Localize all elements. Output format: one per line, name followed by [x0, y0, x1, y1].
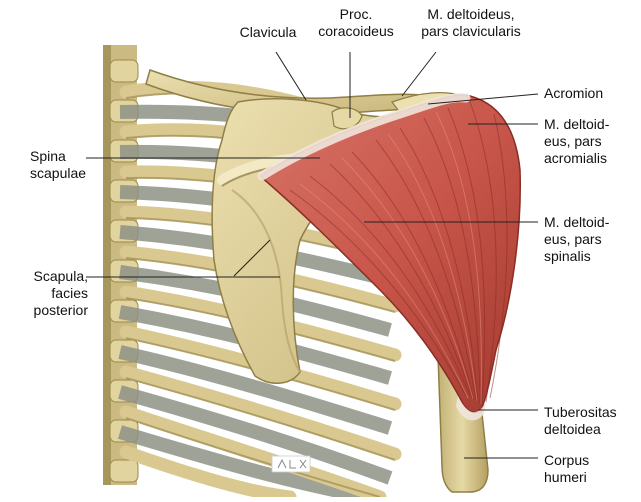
deltoideus-muscle: [257, 93, 521, 421]
label-spina-scapulae: Spina scapulae: [30, 148, 87, 181]
label-clavicula: Clavicula: [239, 24, 297, 40]
label-deltoideus-acromialis: M. deltoid- eus, pars acromialis: [544, 116, 610, 166]
label-deltoideus-spinalis: M. deltoid- eus, pars spinalis: [544, 214, 610, 264]
label-acromion: Acromion: [544, 85, 604, 101]
label-deltoideus-clavicularis: M. deltoideus, pars clavicularis: [421, 6, 521, 39]
leader-clavicula: [275, 51, 307, 101]
publisher-mark: [271, 455, 311, 473]
label-scapula-facies-posterior: Scapula, facies posterior: [33, 268, 88, 318]
leader-lines: [86, 51, 539, 459]
leader-acromion: [427, 93, 539, 105]
leader-scapula-margin: [233, 239, 271, 277]
label-proc-coracoideus: Proc. coracoideus: [318, 6, 394, 39]
label-tuberositas-deltoidea: Tuberositas deltoidea: [544, 404, 617, 437]
label-corpus-humeri: Corpus humeri: [544, 452, 590, 485]
leader-deltoideus-clavicularis: [401, 51, 437, 97]
